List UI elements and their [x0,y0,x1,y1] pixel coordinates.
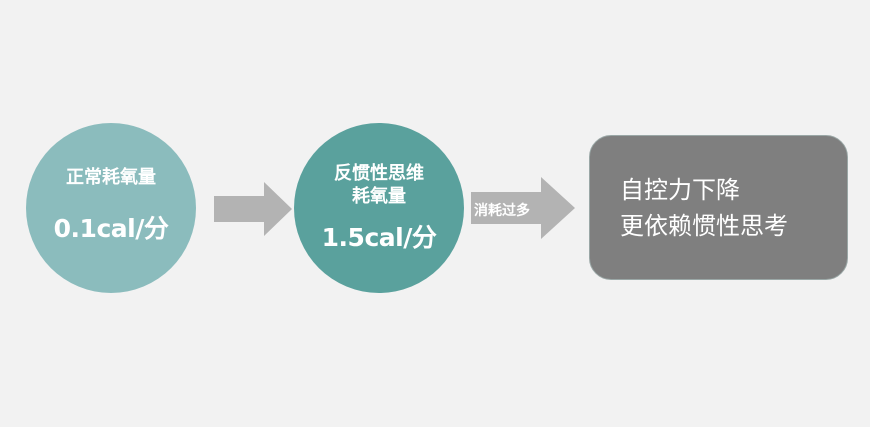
arrow-right-icon [214,182,292,236]
anti-inertia-oxygen-circle: 反惯性思维 耗氧量 1.5cal/分 [294,123,464,293]
anti-inertia-value: 1.5cal/分 [321,223,437,252]
anti-inertia-label-line2: 耗氧量 [352,186,406,207]
anti-inertia-label-line1: 反惯性思维 [334,163,424,184]
result-box: 自控力下降 更依赖惯性思考 [589,135,848,280]
consumption-excess-label: 消耗过多 [474,203,530,219]
normal-oxygen-circle: 正常耗氧量 0.1cal/分 [26,123,196,293]
normal-oxygen-value: 0.1cal/分 [53,213,169,243]
arrow-right-icon [471,177,575,239]
result-line1: 自控力下降 [620,175,740,204]
normal-oxygen-label: 正常耗氧量 [66,166,156,188]
result-line2: 更依赖惯性思考 [620,211,788,240]
